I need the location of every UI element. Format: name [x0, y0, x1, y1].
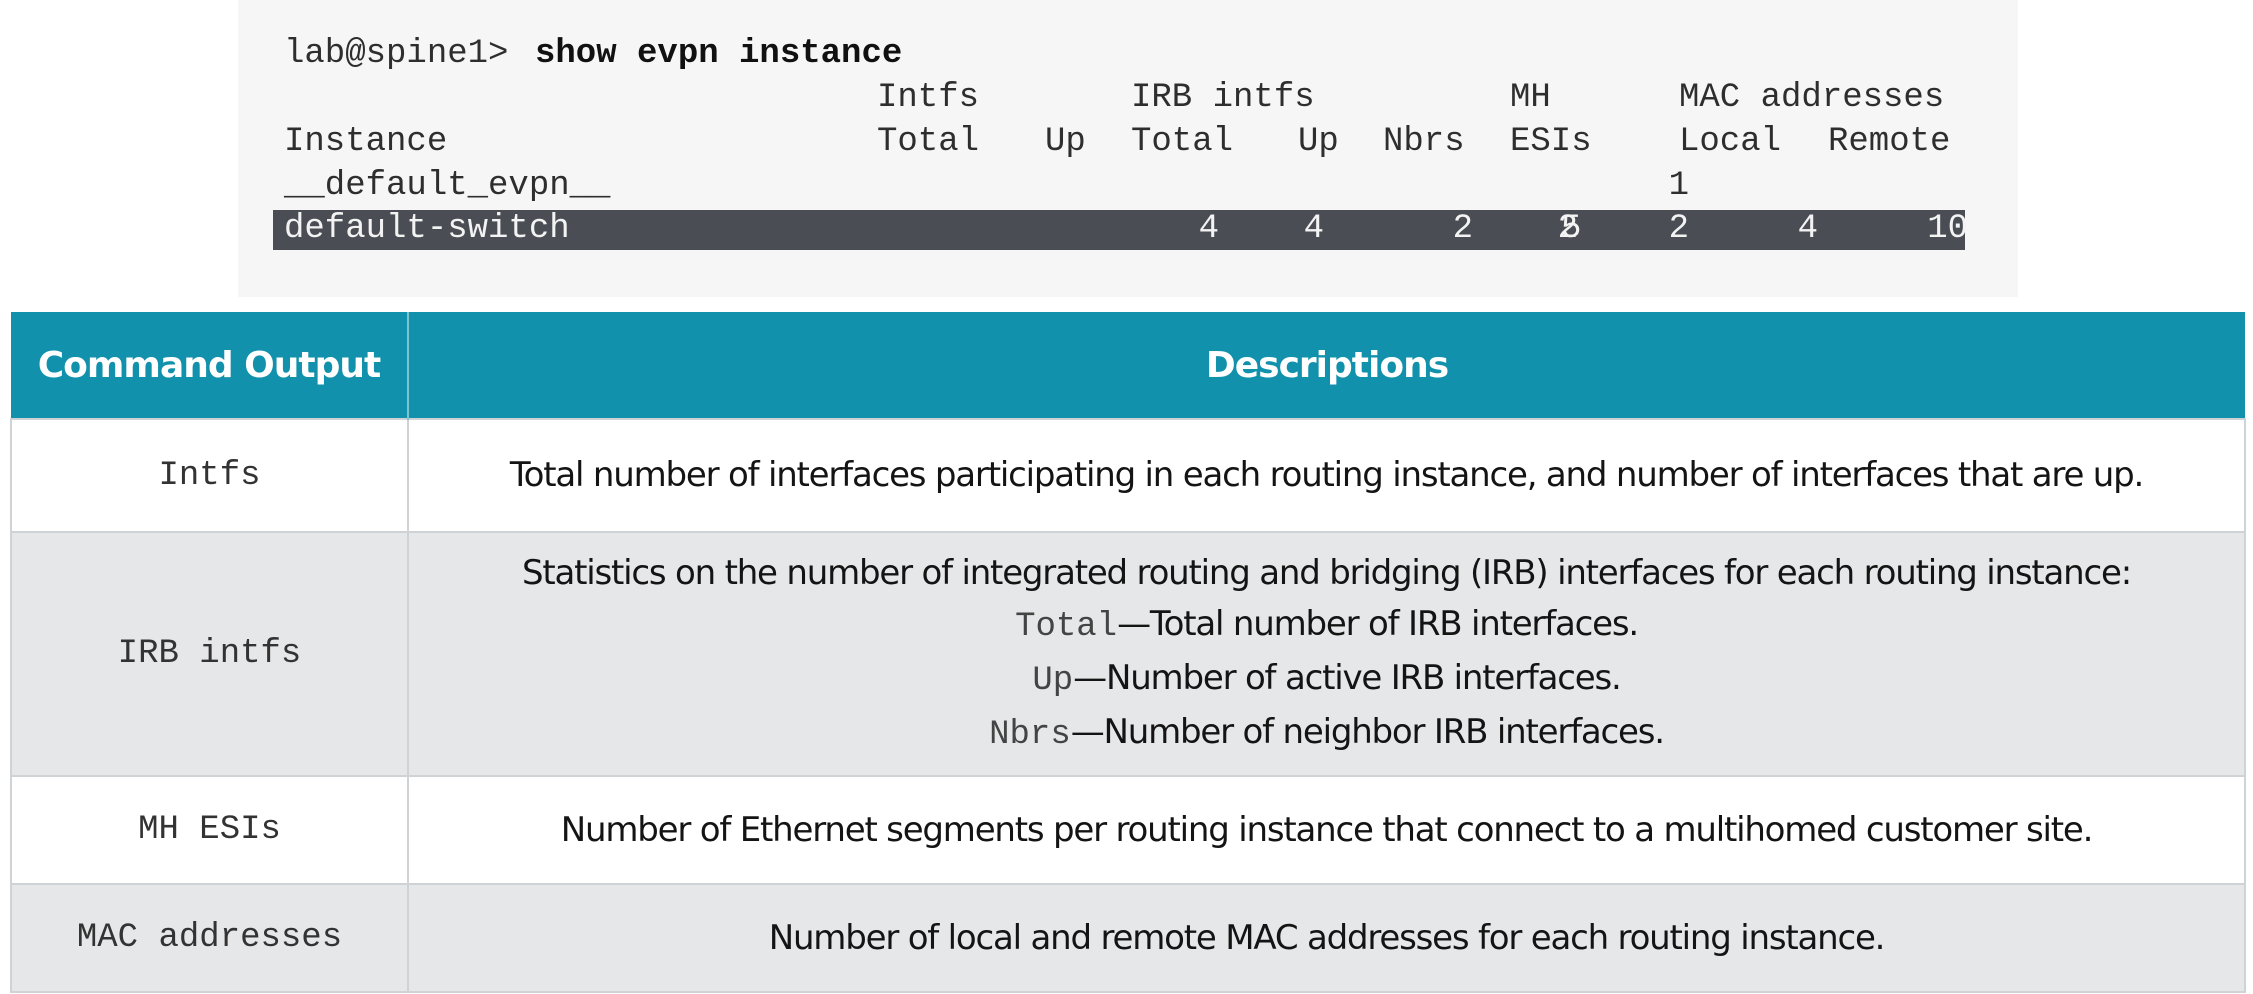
hdr-irb-intfs: IRB intfs: [1131, 79, 1315, 117]
table-header-row: Command Output Descriptions: [11, 312, 2245, 419]
row-instance: __default_evpn__: [284, 167, 611, 205]
description-item: Up—Number of active IRB interfaces.: [1032, 657, 1621, 700]
cli-row-highlight: [273, 210, 1965, 250]
description-cell: Number of local and remote MAC addresses…: [407, 883, 2246, 993]
column-header-command-output: Command Output: [11, 312, 409, 419]
hdr-instance: Instance: [284, 123, 448, 161]
command-cell: MAC addresses: [10, 883, 409, 993]
hdr-remote: Remote: [1828, 123, 1951, 161]
cli-prompt-line: lab@spine1> show evpn instance: [238, 32, 2018, 76]
column-header-descriptions: Descriptions: [408, 312, 2245, 419]
hdr-mac-addresses: MAC addresses: [1679, 79, 1945, 117]
command-cell: MH ESIs: [10, 775, 409, 885]
row-irb-total: 2: [1452, 210, 1473, 248]
hdr-esis: ESIs: [1510, 123, 1592, 161]
table-row: Intfs Total number of interfaces partici…: [10, 418, 2246, 533]
row-intfs-total: 4: [1198, 210, 1219, 248]
term-total: Total: [1015, 607, 1118, 646]
table-row: MH ESIs Number of Ethernet segments per …: [10, 775, 2246, 885]
cli-header-row-1: Intfs IRB intfs MH MAC addresses: [238, 76, 2018, 120]
table-row: IRB intfs Statistics on the number of in…: [10, 531, 2246, 777]
command-description-table: Command Output Descriptions Intfs Total …: [10, 312, 2246, 993]
description-intro: Statistics on the number of integrated r…: [521, 552, 2132, 593]
row-remote: 10: [1927, 210, 1968, 248]
description-cell: Total number of interfaces participating…: [407, 418, 2246, 533]
row-intfs-up: 4: [1303, 210, 1324, 248]
description-item: Total—Total number of IRB interfaces.: [1015, 603, 1639, 646]
hdr-local: Local: [1679, 123, 1782, 161]
row-esis: 5: [1561, 210, 1582, 248]
row-nbrs: 1: [1668, 167, 1689, 205]
hdr-irb-total: Total: [1131, 123, 1234, 161]
hdr-irb-up: Up: [1298, 123, 1339, 161]
cli-command: show evpn instance: [535, 35, 903, 73]
cli-row-default-switch-esis: 5: [238, 207, 2018, 251]
row-local: 4: [1797, 210, 1818, 248]
row-instance: default-switch: [284, 210, 570, 248]
description-cell: Statistics on the number of integrated r…: [407, 531, 2246, 777]
cli-row-default-switch: default-switch 4 4 2 2 2 4 10: [238, 207, 2018, 251]
table-row: MAC addresses Number of local and remote…: [10, 883, 2246, 993]
cli-output-panel: lab@spine1> show evpn instance Intfs IRB…: [238, 0, 2018, 297]
command-cell: Intfs: [10, 418, 409, 533]
description-cell: Number of Ethernet segments per routing …: [407, 775, 2246, 885]
term-nbrs: Nbrs: [989, 715, 1071, 754]
hdr-intfs: Intfs: [877, 79, 980, 117]
hdr-intfs-total: Total: [877, 123, 980, 161]
command-cell: IRB intfs: [10, 531, 409, 777]
cli-header-row-2: Instance Total Up Total Up Nbrs ESIs Loc…: [238, 120, 2018, 164]
term-up: Up: [1032, 661, 1074, 700]
description-item: Nbrs—Number of neighbor IRB interfaces.: [989, 711, 1665, 754]
hdr-mh: MH: [1510, 79, 1551, 117]
hdr-nbrs: Nbrs: [1383, 123, 1465, 161]
cli-prompt: lab@spine1>: [284, 35, 529, 73]
hdr-intfs-up: Up: [1045, 123, 1086, 161]
row-nbrs: 2: [1668, 210, 1689, 248]
row-irb-up: 2: [1557, 210, 1578, 248]
cli-row-default-evpn: __default_evpn__ 1: [238, 164, 2018, 208]
